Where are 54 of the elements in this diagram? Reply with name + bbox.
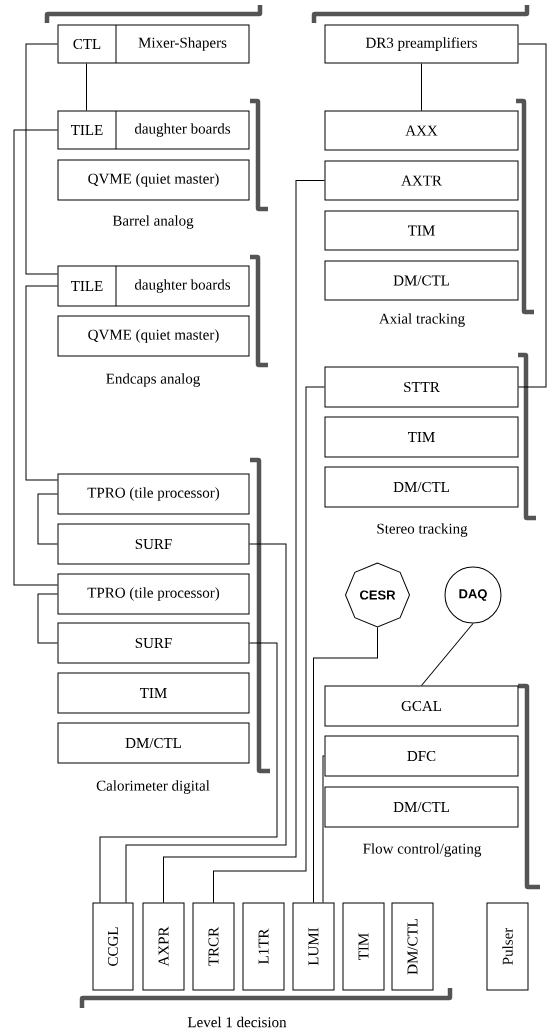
module-box: DM/CTL	[324, 260, 519, 301]
connector-line	[421, 623, 474, 686]
group-label: Barrel analog	[112, 215, 194, 229]
split-box: TILE daughter boards	[57, 110, 250, 150]
module-box: SURF	[57, 523, 250, 565]
connector-line	[213, 386, 325, 903]
module-box: TIM	[324, 210, 519, 251]
module-box: TIM	[324, 416, 519, 458]
group-label: Calorimeter digital	[96, 780, 210, 794]
module-box: TPRO (tile processor)	[57, 573, 250, 615]
split-box: CTL Mixer-Shapers	[57, 24, 250, 64]
module-box: AXX	[324, 110, 519, 151]
module-box: DM/CTL	[57, 722, 250, 764]
octagon-node: CESR	[345, 562, 410, 628]
connector-line	[99, 642, 278, 903]
connector-line	[518, 43, 547, 388]
group-label: Endcaps analog	[106, 373, 200, 387]
connector-line	[37, 593, 58, 644]
module-box: TIM	[57, 672, 250, 714]
module-box: SURF	[57, 622, 250, 664]
group-label: Stereo tracking	[377, 523, 468, 537]
group-label: Flow control/gating	[363, 843, 482, 857]
connector-line	[313, 627, 378, 903]
connector-line	[37, 493, 58, 545]
connector-line	[125, 543, 287, 903]
module-box: LUMI	[292, 902, 335, 991]
group-label: Axial tracking	[379, 313, 465, 327]
module-box: QVME (quiet master)	[57, 315, 250, 357]
connector-line	[25, 43, 58, 275]
module-box: CCGL	[92, 902, 134, 991]
module-box: DM/CTL	[324, 466, 519, 508]
group-label: Level 1 decision	[187, 1016, 287, 1028]
module-box: AXPR	[142, 902, 185, 991]
connector-line	[86, 63, 87, 111]
module-box: AXTR	[324, 160, 519, 201]
module-box: DM/CTL	[324, 786, 519, 828]
module-box: DFC	[324, 735, 519, 777]
module-box: DM/CTL	[391, 902, 434, 991]
connector-line	[163, 180, 325, 903]
module-box: L1TR	[242, 902, 285, 991]
split-box: TILE daughter boards	[57, 265, 250, 307]
module-box: TIM	[342, 902, 385, 991]
module-box: QVME (quiet master)	[57, 159, 250, 201]
connector-line	[13, 129, 58, 586]
module-box: TRCR	[192, 902, 235, 991]
connector-line	[25, 285, 58, 481]
connector-line	[421, 63, 422, 111]
module-box: DR3 preamplifiers	[324, 24, 519, 64]
circle-node: DAQ	[444, 566, 502, 624]
connector-line	[322, 755, 325, 903]
module-box: STTR	[324, 366, 519, 408]
module-box: Pulser	[486, 902, 529, 991]
module-box: TPRO (tile processor)	[57, 473, 250, 515]
module-box: GCAL	[324, 685, 519, 727]
